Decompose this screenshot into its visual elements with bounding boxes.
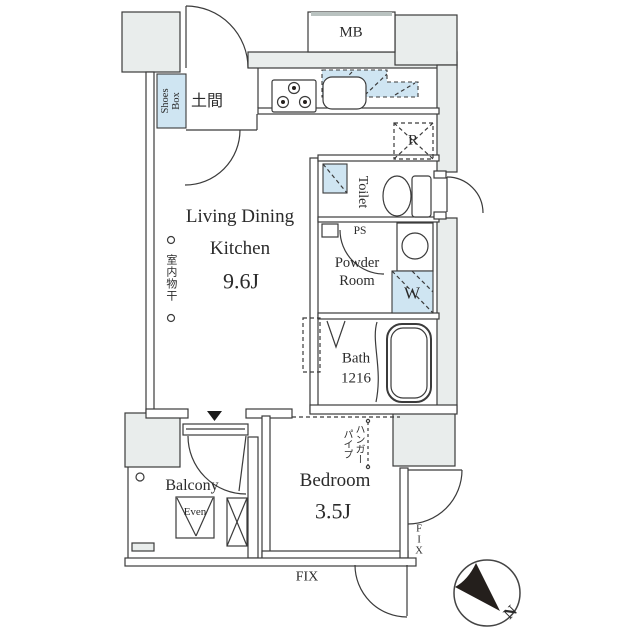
washbasin-counter: [396, 222, 434, 272]
meter-box-outline: [307, 11, 396, 53]
bathtub-icon: [386, 323, 432, 403]
entry-marker-triangle: [207, 411, 222, 421]
burner-icon: [298, 95, 312, 109]
entrance-door-arc: [185, 5, 249, 69]
bath-label: Bath 1216: [341, 350, 371, 387]
toilet-tank-icon: [411, 175, 432, 218]
hatch-label: Even: [183, 506, 207, 519]
toilet-label: Toilet: [354, 175, 370, 209]
burner-icon: [287, 81, 301, 95]
toilet-cabinet-diagonal: [322, 163, 348, 194]
balcony-drain-icon: [135, 472, 145, 482]
toilet-icon: [382, 175, 412, 217]
compass-needle-icon: [455, 563, 500, 611]
wall-bedroom-left: [261, 415, 271, 559]
bedroom-bottom-door-arc: [354, 564, 408, 618]
powder-room-label: Powder Room: [334, 254, 380, 289]
wall-ldk-water-divider: [309, 157, 319, 413]
indoor-drying-label: 室内物干: [164, 254, 177, 302]
hatch-chevron: [176, 497, 197, 537]
bedroom-size-label: 3.5J: [314, 498, 352, 524]
wall-left-window: [145, 71, 155, 414]
shoes-box-cabinet: [156, 73, 187, 129]
hanger-pipe-end: [365, 464, 371, 470]
refrigerator-diagonal: [393, 122, 434, 160]
door-post: [433, 211, 447, 220]
burner-icon: [303, 100, 307, 104]
door-post: [433, 170, 447, 179]
meter-box-label: MB: [339, 24, 363, 41]
drying-hook-icon: [166, 313, 176, 323]
bedroom-right-door-arc: [407, 469, 463, 525]
burner-icon: [276, 95, 290, 109]
balcony-door-arc: [187, 435, 247, 495]
hanger-pipe-end: [365, 418, 371, 424]
refrigerator-label: R: [407, 132, 419, 149]
hatch-chevron: [195, 497, 214, 537]
doma-label: 土間: [190, 93, 224, 110]
door-clearance-dashed: [302, 317, 321, 373]
balcony-label: Balcony: [165, 477, 219, 494]
washer-diagonal: [391, 270, 434, 314]
wall-left-step: [131, 542, 155, 552]
wall-balcony-right: [247, 436, 259, 559]
counter-hatch-line: [364, 73, 388, 96]
burner-icon: [281, 100, 285, 104]
washbasin-icon: [401, 232, 429, 260]
burner-icon: [292, 86, 296, 90]
wall-ldk-bottom-left: [145, 408, 189, 419]
sink-icon: [322, 76, 367, 110]
balcony-door-leaf: [238, 435, 247, 492]
drying-hook-icon: [166, 235, 176, 245]
wall-right-upper: [436, 64, 458, 173]
washer-label: W: [403, 283, 421, 303]
washer-diagonal: [411, 270, 434, 293]
hall-door-arc: [184, 129, 241, 186]
wall-pillar-top-left: [121, 11, 181, 73]
hanger-pipe-label: ハンガー パイプ: [341, 424, 364, 464]
stove-icon: [271, 79, 317, 113]
wall-balcony-pillar: [124, 412, 181, 468]
powder-room-door-arc: [339, 229, 385, 275]
toilet-door-arc: [446, 176, 484, 214]
ldk-label-line1: Living Dining: [185, 206, 295, 228]
counter-hatch-line: [394, 82, 416, 96]
refrigerator-diagonal: [393, 122, 434, 160]
duct-box-diagonal: [226, 497, 248, 547]
ldk-label-line2: Kitchen: [209, 238, 271, 260]
wall-right-lower: [436, 217, 458, 413]
wall-bath-bottom: [309, 404, 458, 415]
wall-powder-bath-divider: [317, 312, 440, 320]
bedroom-label: Bedroom: [299, 470, 371, 492]
pipe-space-label: PS: [353, 224, 367, 237]
window-fix-right: [399, 467, 409, 559]
wall-toilet-bottom: [317, 216, 440, 223]
wall-balcony-bottom: [124, 557, 417, 567]
shoes-box-label: Shoes Box: [159, 88, 182, 114]
evacuation-hatch: [175, 496, 215, 539]
wall-bath-side-block: [392, 411, 456, 467]
refrigerator-space: [393, 122, 434, 160]
bath-floor-edge: [374, 321, 379, 403]
bath-folding-door: [326, 320, 346, 349]
pipe-space-box: [321, 223, 339, 238]
wall-top-right-block: [394, 14, 458, 66]
bathtub-inner: [390, 327, 428, 399]
wall-toilet-top: [317, 154, 440, 162]
fix-right-label: FIX: [413, 523, 425, 557]
ldk-size-label: 9.6J: [222, 268, 260, 294]
fix-bottom-label: FIX: [295, 569, 319, 585]
